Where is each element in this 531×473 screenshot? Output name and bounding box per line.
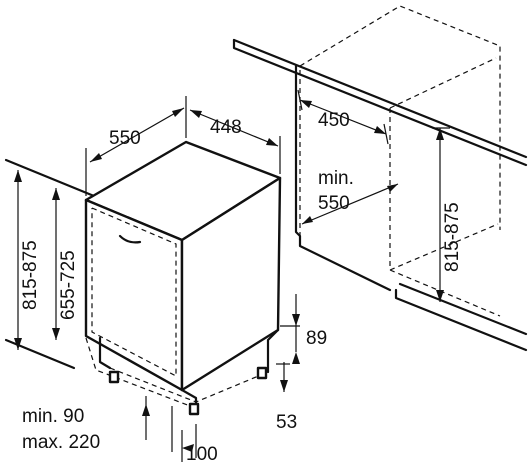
niche-floor-dashed <box>389 223 499 271</box>
depth-label: 550 <box>109 128 141 149</box>
foot-setback-label: 100 <box>186 444 218 465</box>
foot-height-dimension <box>276 362 290 392</box>
door-handle-icon <box>118 234 142 244</box>
plinth-max-label: max. 220 <box>22 432 100 453</box>
dishwasher-body <box>84 140 282 416</box>
foot-front-icon <box>188 402 200 416</box>
plinth-left <box>98 336 112 370</box>
niche-depth-value-label: 550 <box>318 193 350 214</box>
toe-height-dimension <box>280 294 300 364</box>
appliance-height-dimension <box>14 170 22 350</box>
appliance-height-label: 815-875 <box>20 240 41 310</box>
plinth-dashed <box>109 367 269 403</box>
countertop-front-edge <box>232 38 528 167</box>
left-countertop-edge <box>4 158 96 198</box>
floor-line <box>394 288 528 352</box>
countertop-back-edge <box>232 38 528 159</box>
width-dimension <box>189 109 281 174</box>
plinth-min-label: min. 90 <box>22 406 84 427</box>
niche-depth-dimension <box>301 183 399 225</box>
niche-height-dimension <box>432 127 450 302</box>
niche-height-label: 815-875 <box>442 202 463 272</box>
niche-width-dimension <box>297 89 389 145</box>
toe-height-label: 89 <box>306 328 327 349</box>
foot-left-icon <box>108 370 120 384</box>
niche-width-label: 450 <box>318 110 350 131</box>
niche-depth-min-label: min. <box>318 168 354 189</box>
front-height-dimension <box>52 188 60 340</box>
front-height-label: 655-725 <box>58 250 79 320</box>
plinth-depth-dimension <box>142 396 173 452</box>
niche-mid-dashed <box>389 57 497 109</box>
foot-height-label: 53 <box>276 412 297 433</box>
niche-top-dashed <box>299 5 501 230</box>
plinth-side <box>266 328 280 374</box>
foot-setback-dimension <box>181 424 197 462</box>
appliance-floor-dashed <box>85 337 191 407</box>
floor-line-back <box>398 282 528 336</box>
width-label: 448 <box>210 117 242 138</box>
foot-right-icon <box>256 366 268 380</box>
depth-dimension <box>85 96 187 196</box>
